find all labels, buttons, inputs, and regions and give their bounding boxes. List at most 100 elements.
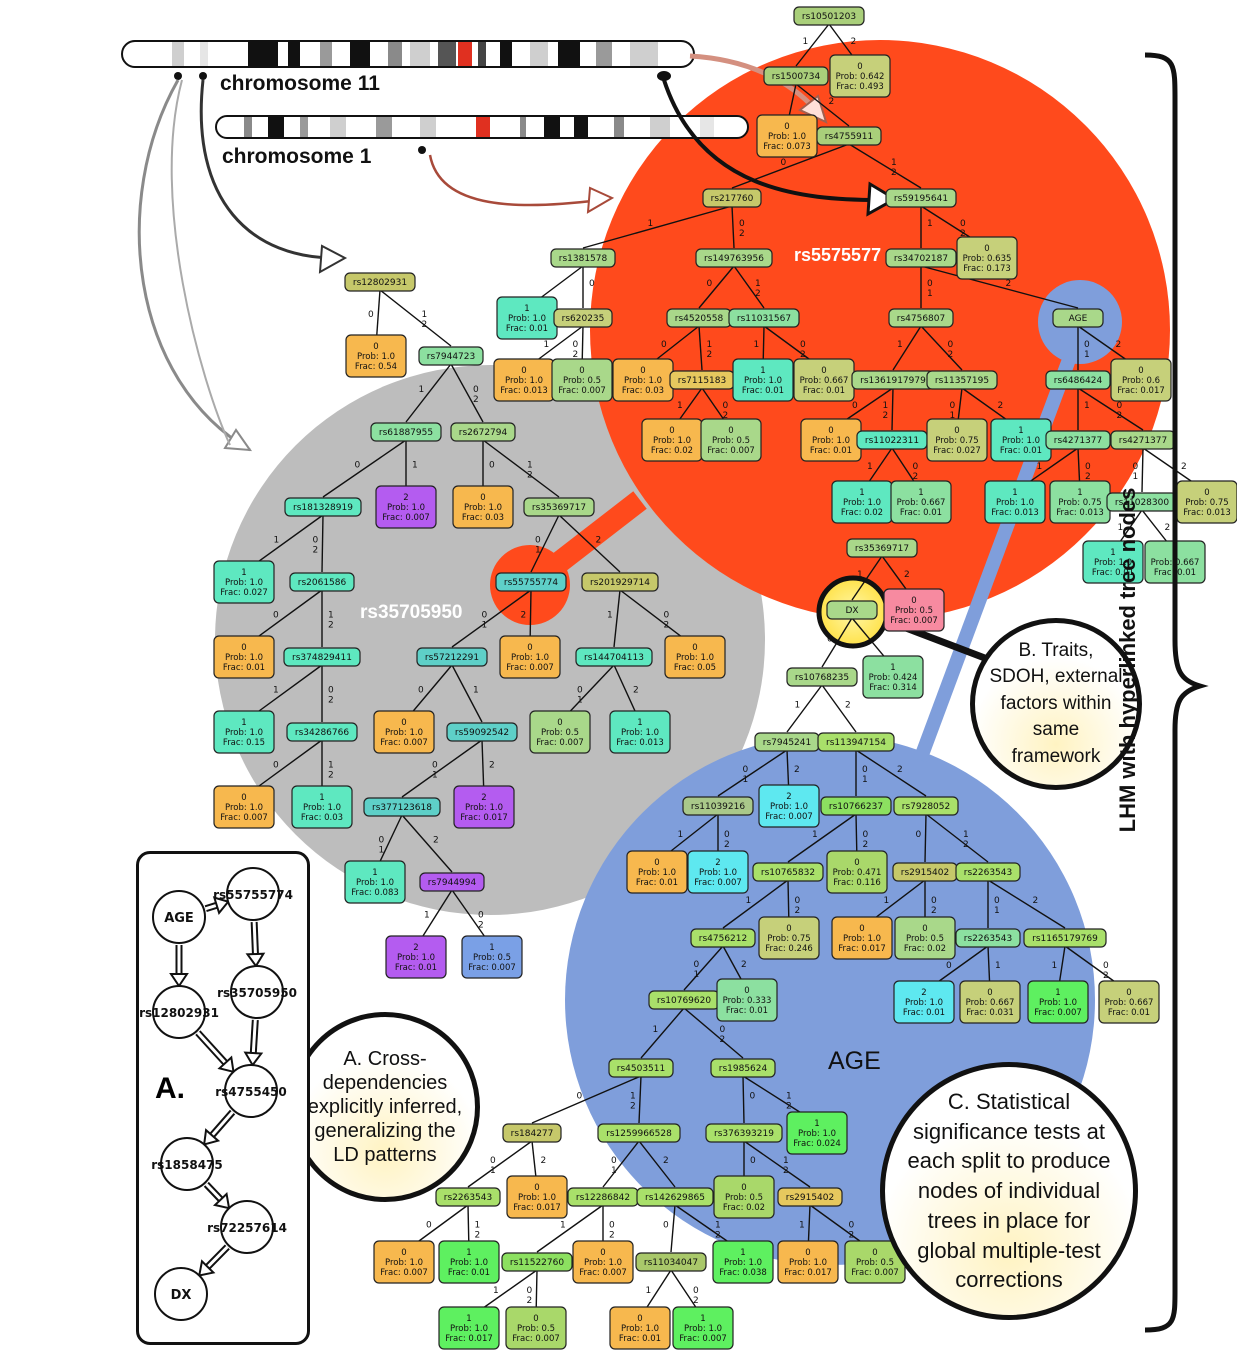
split-node[interactable]: rs35369717 bbox=[523, 497, 595, 517]
split-node[interactable]: rs7944723 bbox=[418, 346, 484, 366]
split-node[interactable]: rs10766237 bbox=[820, 796, 892, 816]
split-node[interactable]: rs217760 bbox=[702, 188, 762, 208]
split-node[interactable]: rs2672794 bbox=[450, 422, 516, 442]
split-node[interactable]: rs2263543 bbox=[955, 928, 1021, 948]
split-node[interactable]: rs12286842 bbox=[567, 1187, 639, 1207]
split-node[interactable]: rs2263543 bbox=[435, 1187, 501, 1207]
split-node[interactable]: rs34286766 bbox=[286, 722, 358, 742]
split-node[interactable]: rs4271377 bbox=[1045, 430, 1111, 450]
split-node[interactable]: rs35369717 bbox=[846, 538, 918, 558]
split-node[interactable]: rs4271377 bbox=[1110, 430, 1176, 450]
split-node[interactable]: rs184277 bbox=[502, 1123, 562, 1143]
split-node[interactable]: rs11039216 bbox=[682, 796, 754, 816]
split-node[interactable]: AGE bbox=[1052, 308, 1104, 328]
split-node[interactable]: rs59092542 bbox=[446, 722, 518, 742]
split-node[interactable]: rs181328919 bbox=[284, 497, 362, 517]
split-node[interactable]: rs377123618 bbox=[363, 797, 441, 817]
split-node[interactable]: rs1500734 bbox=[763, 66, 829, 86]
split-node[interactable]: rs10769620 bbox=[648, 990, 720, 1010]
split-node[interactable]: rs7115183 bbox=[669, 370, 735, 390]
split-node[interactable]: rs2263543 bbox=[955, 862, 1021, 882]
split-node[interactable]: rs4756807 bbox=[888, 308, 954, 328]
split-node[interactable]: rs11022311 bbox=[856, 430, 928, 450]
split-node[interactable]: rs7928052 bbox=[893, 796, 959, 816]
split-node[interactable]: rs144704113 bbox=[575, 647, 653, 667]
split-node[interactable]: rs10765832 bbox=[752, 862, 824, 882]
split-node[interactable]: rs113947154 bbox=[817, 732, 895, 752]
split-node[interactable]: rs11522760 bbox=[501, 1252, 573, 1272]
split-node[interactable]: rs7944994 bbox=[419, 872, 485, 892]
split-node[interactable]: rs620235 bbox=[553, 308, 613, 328]
split-node[interactable]: rs12802931 bbox=[344, 272, 416, 292]
split-node[interactable]: rs376393219 bbox=[705, 1123, 783, 1143]
split-node[interactable]: rs10768235 bbox=[786, 667, 858, 687]
split-node[interactable]: rs1361917979 bbox=[851, 370, 935, 390]
split-node[interactable]: rs142629865 bbox=[636, 1187, 714, 1207]
split-node[interactable]: rs11034047 bbox=[635, 1252, 707, 1272]
split-node[interactable]: rs4520558 bbox=[666, 308, 732, 328]
split-node[interactable]: rs10501203 bbox=[793, 6, 865, 26]
split-node[interactable]: rs4503511 bbox=[608, 1058, 674, 1078]
split-node[interactable]: rs7945241 bbox=[754, 732, 820, 752]
split-node[interactable]: rs1381578 bbox=[550, 248, 616, 268]
split-node[interactable]: DX bbox=[826, 600, 878, 620]
split-node[interactable]: rs4756212 bbox=[690, 928, 756, 948]
split-node[interactable]: rs1985624 bbox=[710, 1058, 776, 1078]
split-node[interactable]: rs2061586 bbox=[289, 572, 355, 592]
split-node[interactable]: rs59195641 bbox=[885, 188, 957, 208]
split-node[interactable]: rs11031567 bbox=[728, 308, 800, 328]
